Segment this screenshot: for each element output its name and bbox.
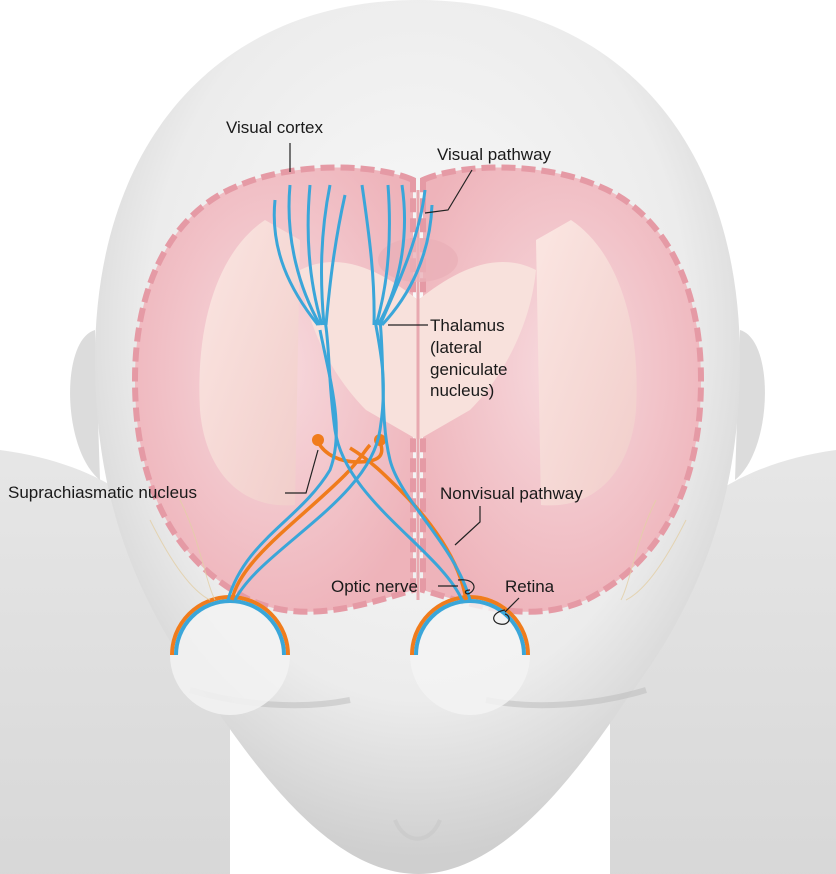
optic-nerve-label: Optic nerve: [331, 577, 418, 597]
suprachiasmatic-nucleus-label: Suprachiasmatic nucleus: [8, 483, 197, 503]
visual-cortex-label: Visual cortex: [226, 118, 323, 138]
thalamus-label-line4: nucleus): [430, 381, 494, 401]
thalamus-label-line3: geniculate: [430, 360, 508, 380]
visual-pathway-label: Visual pathway: [437, 145, 551, 165]
nonvisual-pathway-label: Nonvisual pathway: [440, 484, 583, 504]
thalamus-label-line2: (lateral: [430, 338, 482, 358]
scn-left-dot: [312, 434, 324, 446]
retina-label: Retina: [505, 577, 554, 597]
thalamus-label-line1: Thalamus: [430, 316, 505, 336]
